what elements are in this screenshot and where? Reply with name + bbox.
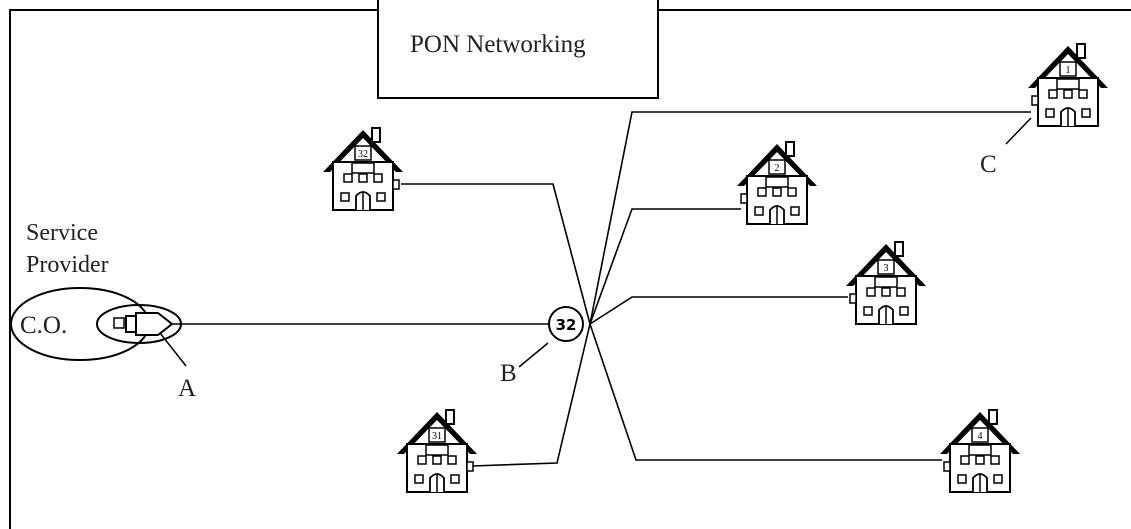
fiber-house-4 bbox=[589, 323, 942, 461]
onu-port bbox=[466, 461, 474, 472]
house-number: 32 bbox=[358, 149, 368, 160]
svg-text:C: C bbox=[980, 151, 997, 178]
title-text: PON Networking bbox=[410, 31, 586, 58]
svg-text:B: B bbox=[500, 360, 517, 387]
house-number: 1 bbox=[1066, 65, 1071, 76]
service-provider-line2: Provider bbox=[26, 252, 109, 278]
central-office-label: C.O. bbox=[20, 312, 67, 339]
fiber-house-31 bbox=[471, 323, 591, 467]
house-1: 1 bbox=[1028, 43, 1108, 127]
houses: 1 2 3 4 31 32 bbox=[323, 43, 1108, 493]
marker-b: B bbox=[500, 342, 549, 387]
fiber-house-2 bbox=[589, 208, 741, 325]
house-number: 31 bbox=[432, 431, 442, 442]
house-31: 31 bbox=[397, 409, 477, 493]
house-4: 4 bbox=[940, 409, 1020, 493]
onu-port bbox=[392, 179, 400, 190]
house-2: 2 bbox=[737, 141, 817, 225]
onu-port bbox=[943, 461, 951, 472]
marker-a: A bbox=[159, 332, 196, 402]
olt-device-icon bbox=[113, 312, 174, 336]
fiber-house-1 bbox=[589, 111, 1031, 325]
fiber-house-32 bbox=[401, 183, 591, 325]
central-office: C.O. bbox=[10, 287, 182, 361]
splitter: 32 bbox=[548, 306, 584, 342]
splitter-ratio: 32 bbox=[556, 316, 577, 334]
house-number: 2 bbox=[775, 163, 780, 174]
service-provider-line1: Service bbox=[26, 220, 98, 246]
fiber-house-3 bbox=[589, 296, 848, 325]
house-number: 3 bbox=[884, 263, 889, 274]
house-number: 4 bbox=[978, 431, 983, 442]
house-3: 3 bbox=[846, 241, 926, 325]
onu-port bbox=[740, 193, 748, 204]
svg-text:A: A bbox=[178, 375, 196, 402]
house-32: 32 bbox=[323, 127, 403, 211]
onu-port bbox=[1031, 95, 1039, 106]
title-box: PON Networking bbox=[377, 0, 659, 99]
onu-port bbox=[849, 293, 857, 304]
marker-c: C bbox=[980, 117, 1032, 178]
